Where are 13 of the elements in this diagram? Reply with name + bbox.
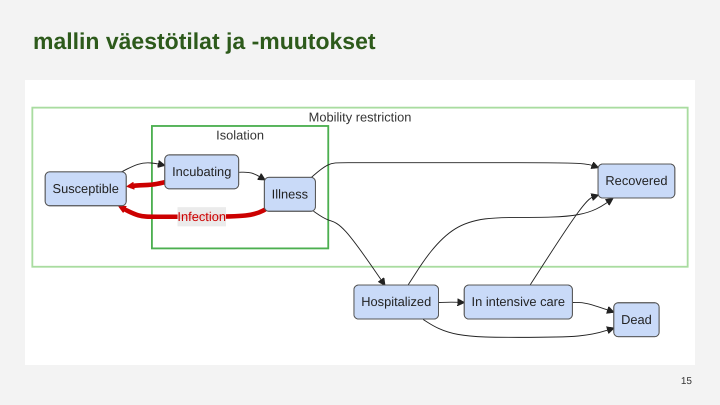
arrow (238, 172, 266, 181)
arrow (126, 180, 166, 190)
arrow (438, 298, 466, 306)
edge-label: Infection (177, 208, 226, 224)
arrow (310, 161, 600, 178)
slide-title: mallin väestötilat ja -muutokset (33, 28, 376, 55)
page-number: 15 (680, 376, 692, 387)
arrow (407, 198, 614, 286)
arrow (120, 160, 166, 173)
arrow (312, 210, 386, 286)
arrow (529, 193, 600, 286)
arrow (572, 302, 615, 314)
arrow (422, 319, 615, 338)
